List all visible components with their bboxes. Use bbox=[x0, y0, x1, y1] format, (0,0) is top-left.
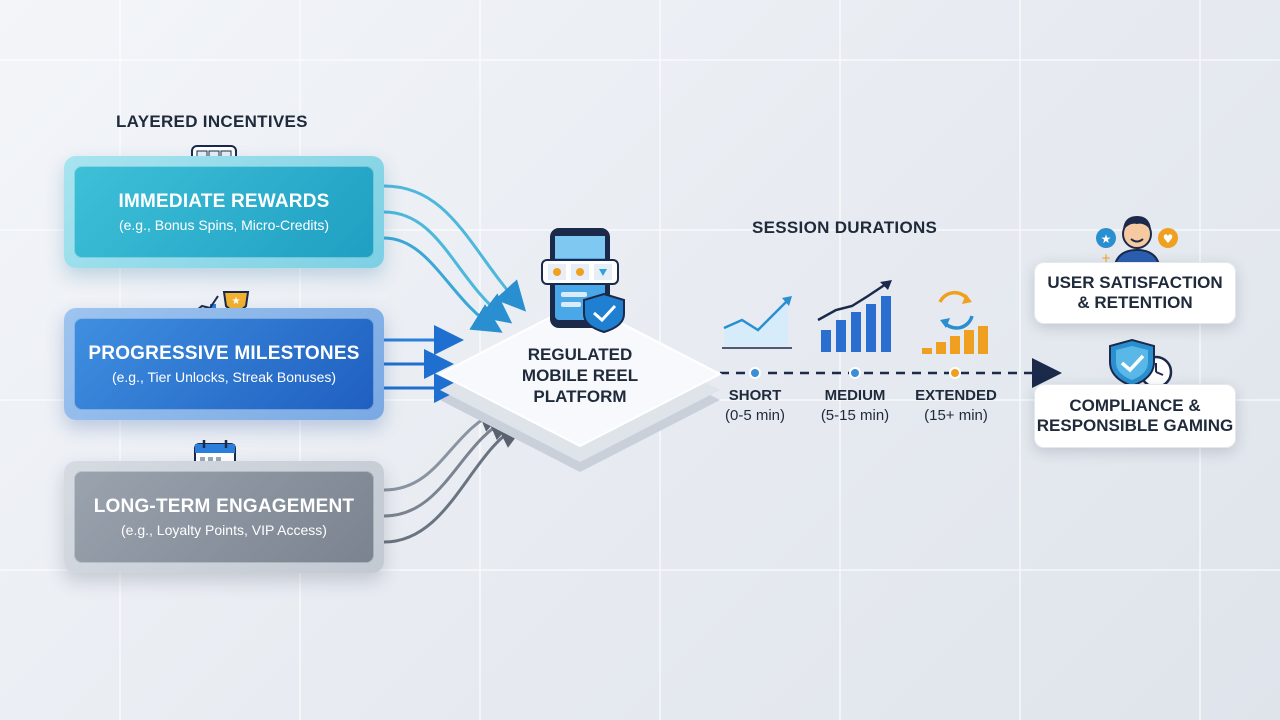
card-subtitle: (e.g., Tier Unlocks, Streak Bonuses) bbox=[111, 369, 337, 385]
user-satisfaction-card: User Satisfaction & Retention bbox=[1034, 262, 1236, 324]
card-title: Progressive Milestones bbox=[88, 343, 360, 364]
stage-name: Medium bbox=[824, 387, 886, 404]
sessions-title: Session Durations bbox=[752, 218, 938, 237]
stage-extended: Extended (15+ min) bbox=[910, 387, 1002, 424]
smartphone-shield-icon bbox=[541, 228, 625, 334]
teal-connector bbox=[382, 184, 527, 312]
gray-connector bbox=[382, 412, 519, 518]
svg-text:★: ★ bbox=[1101, 232, 1112, 246]
immediate-rewards-card: Immediate Rewards (e.g., Bonus Spins, Mi… bbox=[64, 156, 384, 268]
bar-chart-icon bbox=[817, 280, 892, 352]
svg-text:+: + bbox=[1101, 251, 1111, 265]
stage-name: Extended bbox=[915, 387, 997, 404]
platform-line: Platform bbox=[533, 387, 627, 406]
svg-text:★: ★ bbox=[232, 296, 241, 307]
outcome-line: User Satisfaction bbox=[1047, 273, 1223, 292]
incentives-title: Layered Incentives bbox=[116, 112, 308, 131]
timeline-dot-short bbox=[749, 367, 761, 379]
stage-name: Short bbox=[728, 387, 782, 404]
teal-connector bbox=[382, 236, 503, 333]
timeline-dot-medium bbox=[849, 367, 861, 379]
card-title: Long-Term Engagement bbox=[93, 496, 355, 517]
outcome-line: & Retention bbox=[1077, 293, 1193, 312]
shield-clock-icon bbox=[1109, 338, 1173, 389]
long-term-engagement-card: Long-Term Engagement (e.g., Loyalty Poin… bbox=[64, 461, 384, 573]
stage-short: Short (0-5 min) bbox=[715, 387, 795, 424]
outcome-line: Compliance & bbox=[1069, 396, 1201, 415]
gray-connector bbox=[382, 420, 529, 544]
platform-line: Regulated bbox=[527, 345, 633, 364]
compliance-card: Compliance & Responsible Gaming bbox=[1034, 384, 1236, 448]
platform-diamond bbox=[437, 300, 723, 472]
line-chart-icon bbox=[722, 296, 792, 349]
card-subtitle: (e.g., Loyalty Points, VIP Access) bbox=[121, 522, 327, 538]
card-title: Immediate Rewards bbox=[118, 191, 330, 212]
outcome-line: Responsible Gaming bbox=[1036, 416, 1234, 435]
stage-range: (5-15 min) bbox=[820, 407, 890, 424]
platform-label: Regulated Mobile Reel Platform bbox=[500, 344, 660, 407]
svg-text:♥: ♥ bbox=[1163, 232, 1174, 246]
progressive-milestones-card: Progressive Milestones (e.g., Tier Unloc… bbox=[64, 308, 384, 420]
teal-connector bbox=[382, 210, 513, 324]
stage-range: (0-5 min) bbox=[724, 407, 785, 424]
timeline-dot-extended bbox=[949, 367, 961, 379]
stage-medium: Medium (5-15 min) bbox=[812, 387, 898, 424]
cycle-chart-icon bbox=[922, 290, 988, 354]
card-subtitle: (e.g., Bonus Spins, Micro-Credits) bbox=[118, 217, 330, 233]
platform-line: Mobile Reel bbox=[521, 366, 639, 385]
stage-range: (15+ min) bbox=[924, 407, 988, 424]
